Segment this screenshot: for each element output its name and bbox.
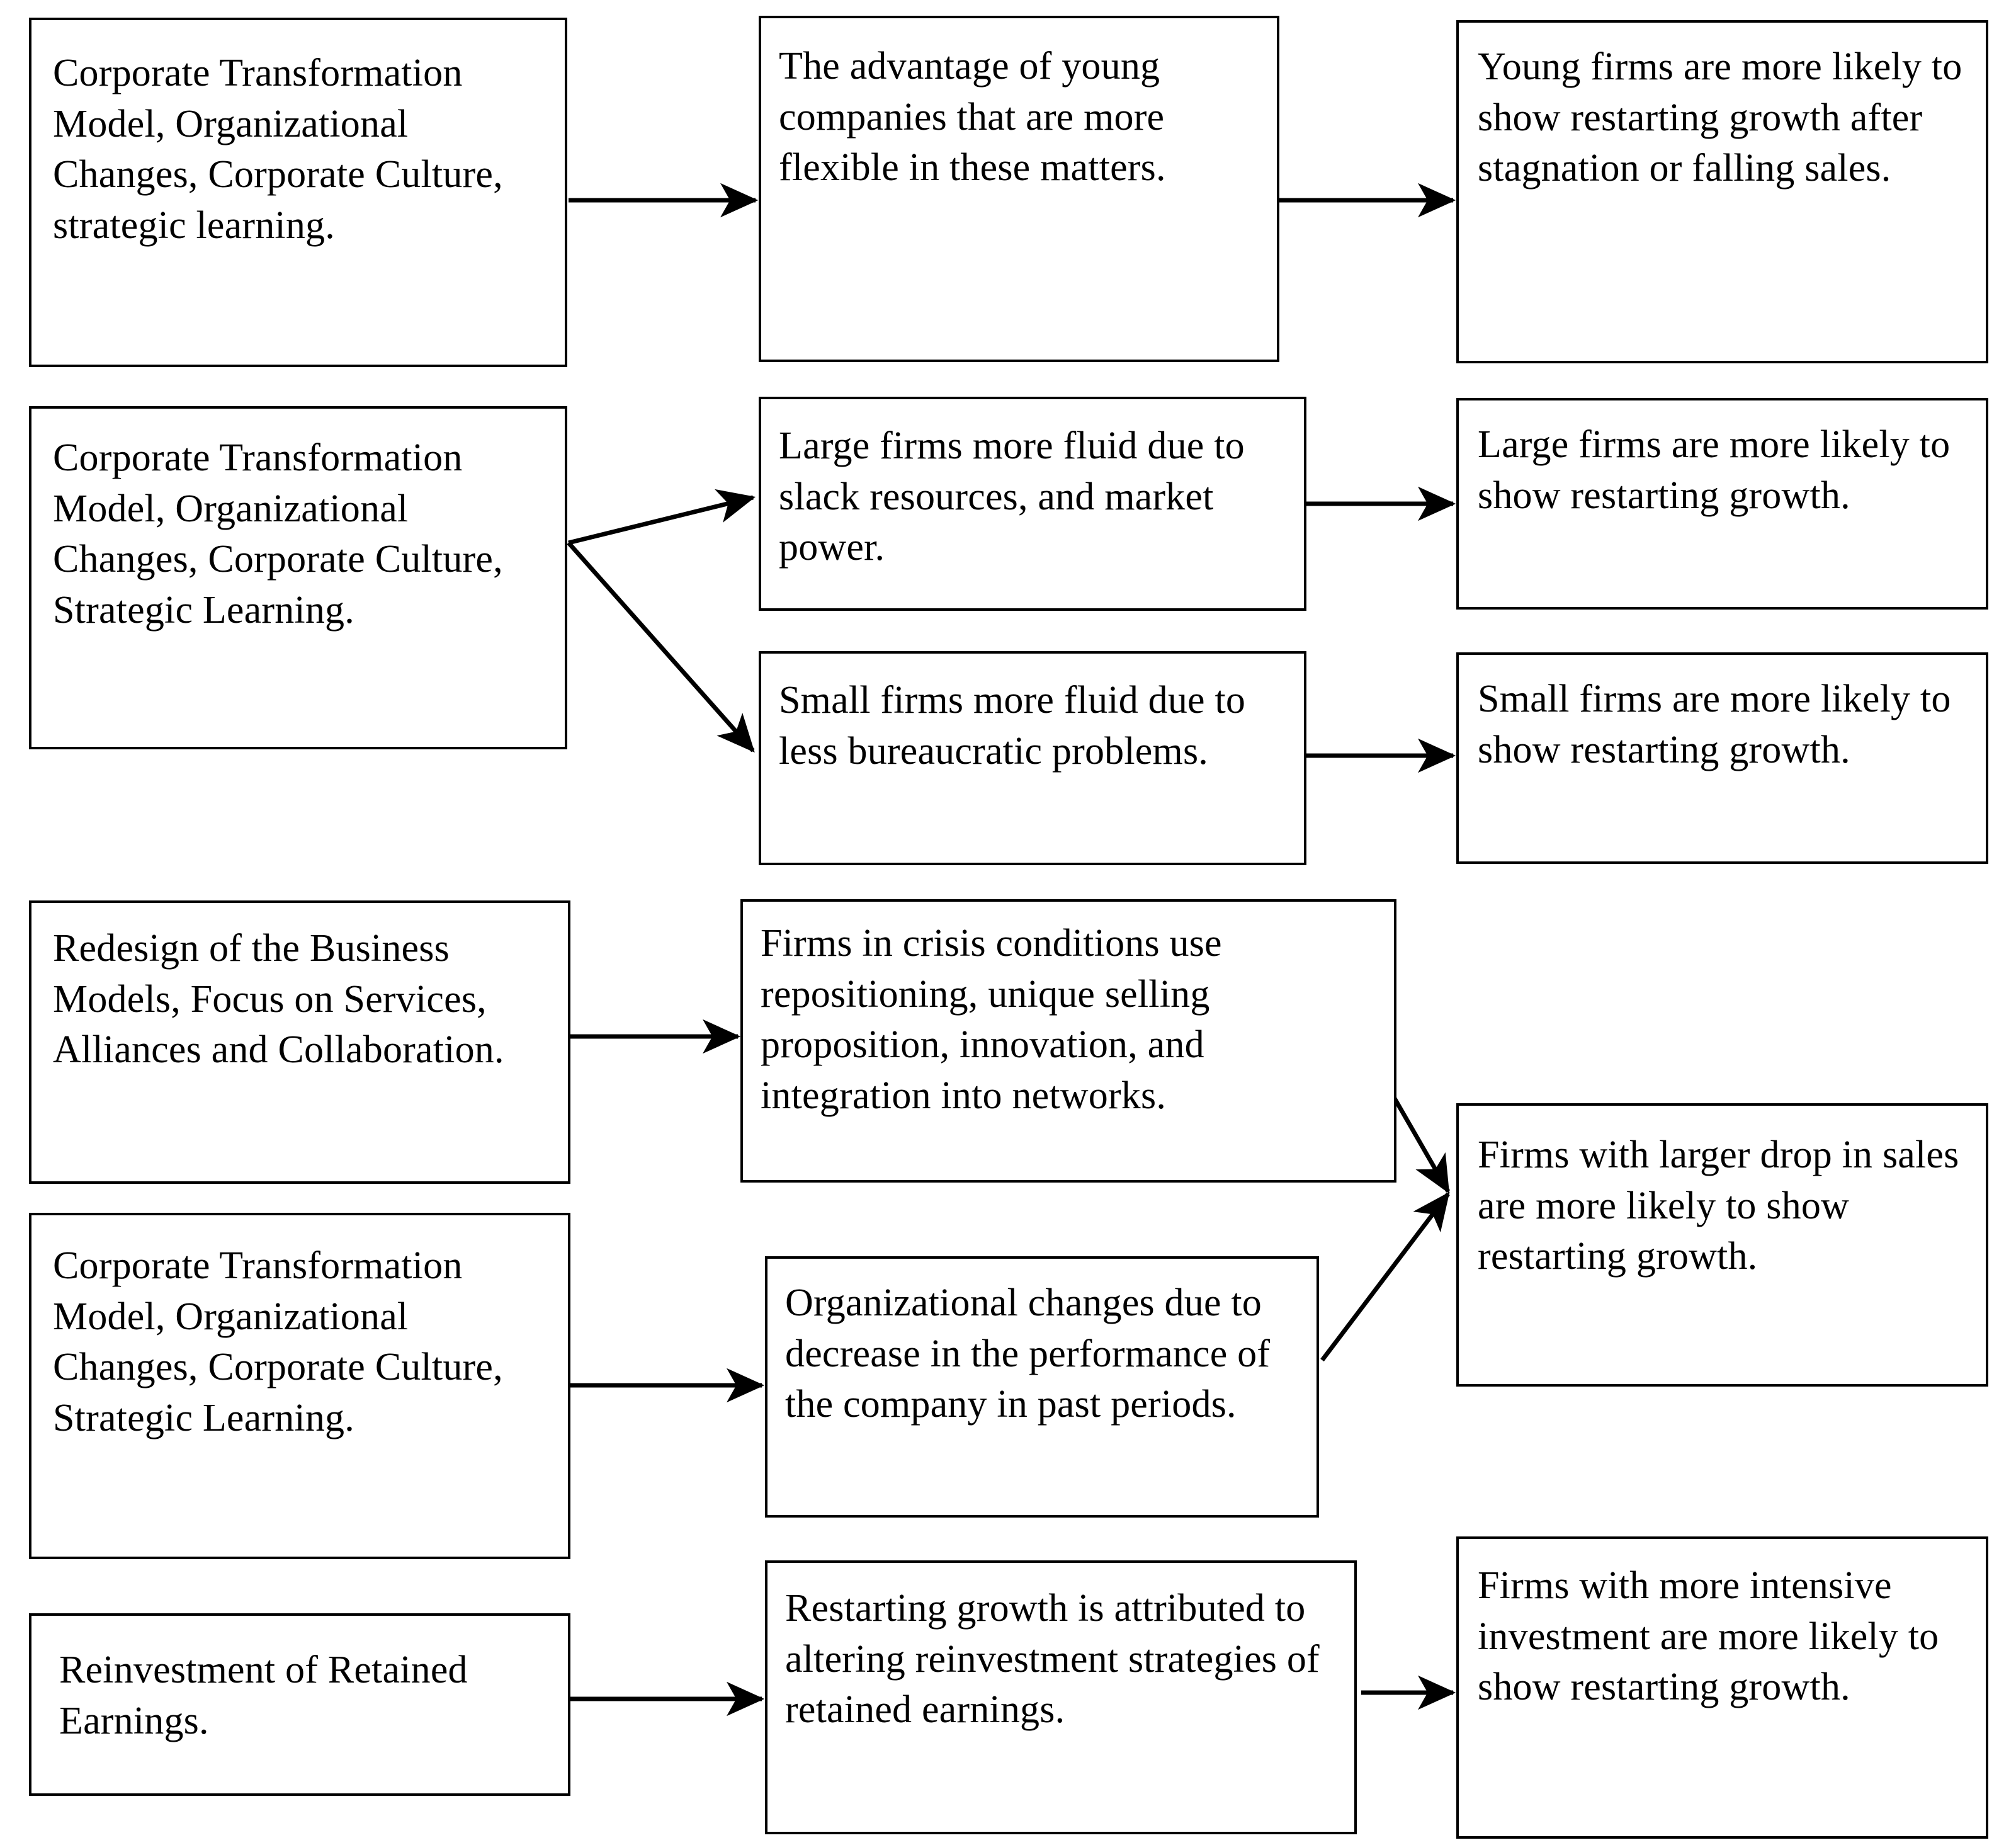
node-driver-2[interactable]: Corporate Transformation Model, Organiza…: [29, 406, 567, 749]
edge-driver2-to-mechanism2a: [568, 489, 756, 545]
node-hypothesis-2b[interactable]: Small firms are more likely to show rest…: [1456, 652, 1988, 864]
node-hypothesis-2a[interactable]: Large firms are more likely to show rest…: [1456, 398, 1988, 610]
node-hypothesis-2b-text: Small firms are more likely to show rest…: [1478, 678, 1951, 771]
edge-driver2-to-mechanism2b: [567, 541, 755, 753]
node-mechanism-2b-text: Small firms more fluid due to less burea…: [779, 679, 1246, 773]
node-mechanism-1-text: The advantage of young companies that ar…: [779, 45, 1166, 190]
node-mechanism-3[interactable]: Firms in crisis conditions use repositio…: [740, 899, 1396, 1183]
node-hypothesis-3[interactable]: Firms with larger drop in sales are more…: [1456, 1103, 1988, 1387]
node-hypothesis-5-text: Firms with more intensive investment are…: [1478, 1564, 1939, 1709]
node-driver-3-text: Redesign of the Business Models, Focus o…: [53, 927, 504, 1072]
node-driver-1-text: Corporate Transformation Model, Organiza…: [53, 52, 503, 247]
node-mechanism-4-text: Organizational changes due to decrease i…: [785, 1281, 1271, 1426]
node-mechanism-2a-text: Large firms more fluid due to slack reso…: [779, 424, 1245, 569]
node-mechanism-4[interactable]: Organizational changes due to decrease i…: [765, 1256, 1319, 1518]
node-mechanism-5[interactable]: Restarting growth is attributed to alter…: [765, 1560, 1357, 1834]
node-driver-5-text: Reinvestment of Retained Earnings.: [59, 1649, 468, 1742]
node-driver-1[interactable]: Corporate Transformation Model, Organiza…: [29, 18, 567, 367]
node-hypothesis-5[interactable]: Firms with more intensive investment are…: [1456, 1536, 1988, 1839]
node-mechanism-5-text: Restarting growth is attributed to alter…: [785, 1587, 1320, 1732]
node-hypothesis-3-text: Firms with larger drop in sales are more…: [1478, 1133, 1959, 1278]
node-driver-4-text: Corporate Transformation Model, Organiza…: [53, 1244, 503, 1439]
node-mechanism-2b[interactable]: Small firms more fluid due to less burea…: [759, 651, 1306, 865]
node-mechanism-1[interactable]: The advantage of young companies that ar…: [759, 16, 1279, 362]
node-hypothesis-1-text: Young firms are more likely to show rest…: [1478, 45, 1962, 190]
node-hypothesis-2a-text: Large firms are more likely to show rest…: [1478, 423, 1951, 517]
node-mechanism-2a[interactable]: Large firms more fluid due to slack reso…: [759, 397, 1306, 611]
node-hypothesis-1[interactable]: Young firms are more likely to show rest…: [1456, 20, 1988, 363]
edge-mechanism4-to-hypothesis3: [1320, 1191, 1450, 1362]
node-driver-4[interactable]: Corporate Transformation Model, Organiza…: [29, 1213, 570, 1559]
node-driver-5[interactable]: Reinvestment of Retained Earnings.: [29, 1613, 570, 1796]
node-driver-3[interactable]: Redesign of the Business Models, Focus o…: [29, 900, 570, 1184]
node-mechanism-3-text: Firms in crisis conditions use repositio…: [761, 922, 1222, 1117]
node-driver-2-text: Corporate Transformation Model, Organiza…: [53, 436, 503, 632]
